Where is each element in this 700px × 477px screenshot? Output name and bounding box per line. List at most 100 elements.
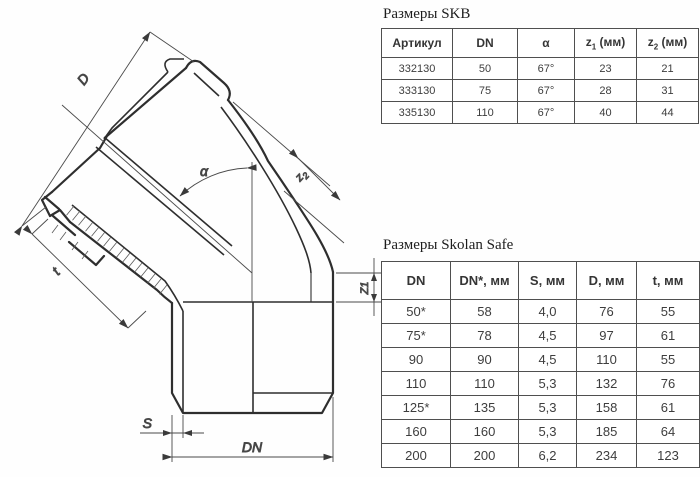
socket-depth-face — [103, 136, 233, 247]
column-header: α — [517, 28, 575, 58]
table-cell: 160 — [381, 419, 451, 444]
table-cell: 90 — [381, 347, 451, 372]
table-cell: 50 — [452, 57, 518, 80]
elbow-technical-drawing: D t α z2 Z1 — [14, 31, 381, 462]
table-cell: 55 — [636, 347, 700, 372]
bell-rim-step — [164, 58, 184, 73]
table-cell: 76 — [636, 371, 700, 396]
table-cell: 55 — [636, 299, 700, 324]
table-cell: 4,5 — [518, 347, 577, 372]
table-cell: 78 — [450, 323, 519, 348]
dim-label-DN: DN — [242, 439, 263, 455]
column-header: z1 (мм) — [574, 28, 637, 58]
arm-upper-wall — [50, 66, 188, 194]
table-cell: 160 — [450, 419, 519, 444]
bell-mouth-face — [184, 59, 231, 102]
table-cell: 5,3 — [518, 371, 577, 396]
table-cell: 234 — [576, 443, 637, 468]
table-cell: 67° — [517, 101, 575, 124]
table-cell: 110 — [381, 371, 451, 396]
column-header: S, мм — [518, 261, 577, 300]
table-cell: 58 — [450, 299, 519, 324]
table-cell: 200 — [381, 443, 451, 468]
table-cell: 333130 — [381, 79, 453, 102]
table-cell: 28 — [574, 79, 637, 102]
outer-bend-wall — [226, 98, 335, 274]
table-cell: 5,3 — [518, 419, 577, 444]
dimension-Z1: Z1 — [336, 258, 381, 316]
column-header: z2 (мм) — [636, 28, 699, 58]
section-hatching — [51, 205, 168, 295]
skolan-header-row: DN DN*, мм S, мм D, мм t, мм — [381, 261, 700, 300]
table-cell: 50* — [381, 299, 451, 324]
elbow-internal-lines — [71, 58, 333, 413]
dim-label-alpha: α — [200, 163, 209, 179]
column-header: t, мм — [636, 261, 700, 300]
table-cell: 185 — [576, 419, 637, 444]
table-cell: 61 — [636, 395, 700, 420]
inner-bend-curve — [220, 106, 312, 274]
dimension-D: D — [14, 31, 195, 236]
table-cell: 110 — [452, 101, 518, 124]
column-header: DN*, мм — [450, 261, 519, 300]
table-cell: 332130 — [381, 57, 453, 80]
mouth-inner-face — [193, 72, 220, 97]
skolan-table-title: Размеры Skolan Safe — [383, 237, 514, 253]
dimension-alpha: α — [61, 104, 257, 302]
table-cell: 75 — [452, 79, 518, 102]
table-cell: 110 — [450, 371, 519, 396]
dimension-t: t — [22, 218, 147, 329]
dimension-S: S — [140, 415, 204, 440]
table-cell: 67° — [517, 57, 575, 80]
dim-label-z2: z2 — [291, 166, 311, 186]
table-cell: 5,3 — [518, 395, 577, 420]
table-cell: 110 — [576, 347, 637, 372]
table-cell: 61 — [636, 323, 700, 348]
column-header: D, мм — [576, 261, 637, 300]
skb-header-row: Артикул DN α z1 (мм) z2 (мм) — [381, 28, 699, 58]
dim-label-Z1: Z1 — [359, 282, 371, 296]
arm-axis-ref — [61, 104, 253, 274]
dimension-z2: z2 — [232, 101, 345, 244]
table-cell: 158 — [576, 395, 637, 420]
table-cell: 64 — [636, 419, 700, 444]
dim-label-S: S — [143, 415, 153, 431]
table-cell: 67° — [517, 79, 575, 102]
table-cell: 23 — [574, 57, 637, 80]
table-cell: 44 — [636, 101, 699, 124]
column-header: DN — [381, 261, 451, 300]
elbow-outline — [40, 59, 335, 415]
table-cell: 4,0 — [518, 299, 577, 324]
table-cell: 200 — [450, 443, 519, 468]
dim-label-t: t — [49, 263, 64, 278]
dimension-DN: DN — [162, 397, 334, 462]
table-cell: 6,2 — [518, 443, 577, 468]
dim-label-D: D — [74, 70, 93, 88]
column-header: Артикул — [381, 28, 453, 58]
table-cell: 76 — [576, 299, 637, 324]
table-cell: 135 — [450, 395, 519, 420]
inner-bend-wall-inner — [71, 204, 184, 312]
skb-table-title: Размеры SKB — [383, 6, 471, 22]
table-cell: 75* — [381, 323, 451, 348]
inner-bend-wall-outer — [68, 220, 174, 305]
table-cell: 40 — [574, 101, 637, 124]
table-cell: 132 — [576, 371, 637, 396]
table-cell: 125* — [381, 395, 451, 420]
column-header: DN — [452, 28, 518, 58]
table-cell: 4,5 — [518, 323, 577, 348]
table-cell: 21 — [636, 57, 699, 80]
